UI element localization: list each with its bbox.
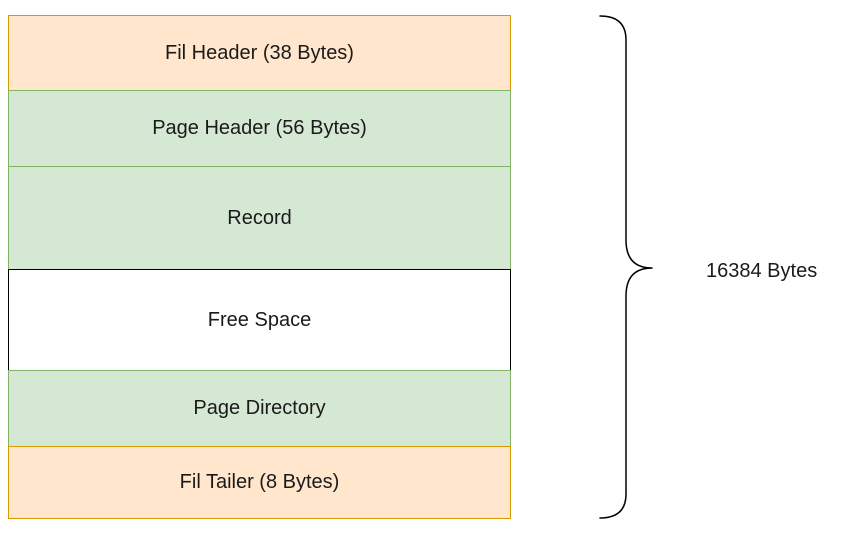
record-block: Record [8,166,511,270]
brace-path [599,15,653,519]
page-directory-block: Page Directory [8,370,511,447]
total-size-label: 16384 Bytes [706,260,818,282]
page-layout-stack: Fil Header (38 Bytes) Page Header (56 By… [8,15,511,519]
free-space-block: Free Space [8,269,511,371]
fil-header-block: Fil Header (38 Bytes) [8,15,511,91]
fil-header-label: Fil Header (38 Bytes) [165,41,354,64]
page-header-label: Page Header (56 Bytes) [152,117,367,139]
curly-brace-icon [599,15,653,519]
fil-trailer-block: Fil Tailer (8 Bytes) [8,446,511,519]
fil-trailer-label: Fil Tailer (8 Bytes) [179,471,340,493]
page-directory-label: Page Directory [193,397,326,419]
page-header-block: Page Header (56 Bytes) [8,90,511,167]
record-label: Record [227,206,292,229]
free-space-label: Free Space [207,308,312,331]
